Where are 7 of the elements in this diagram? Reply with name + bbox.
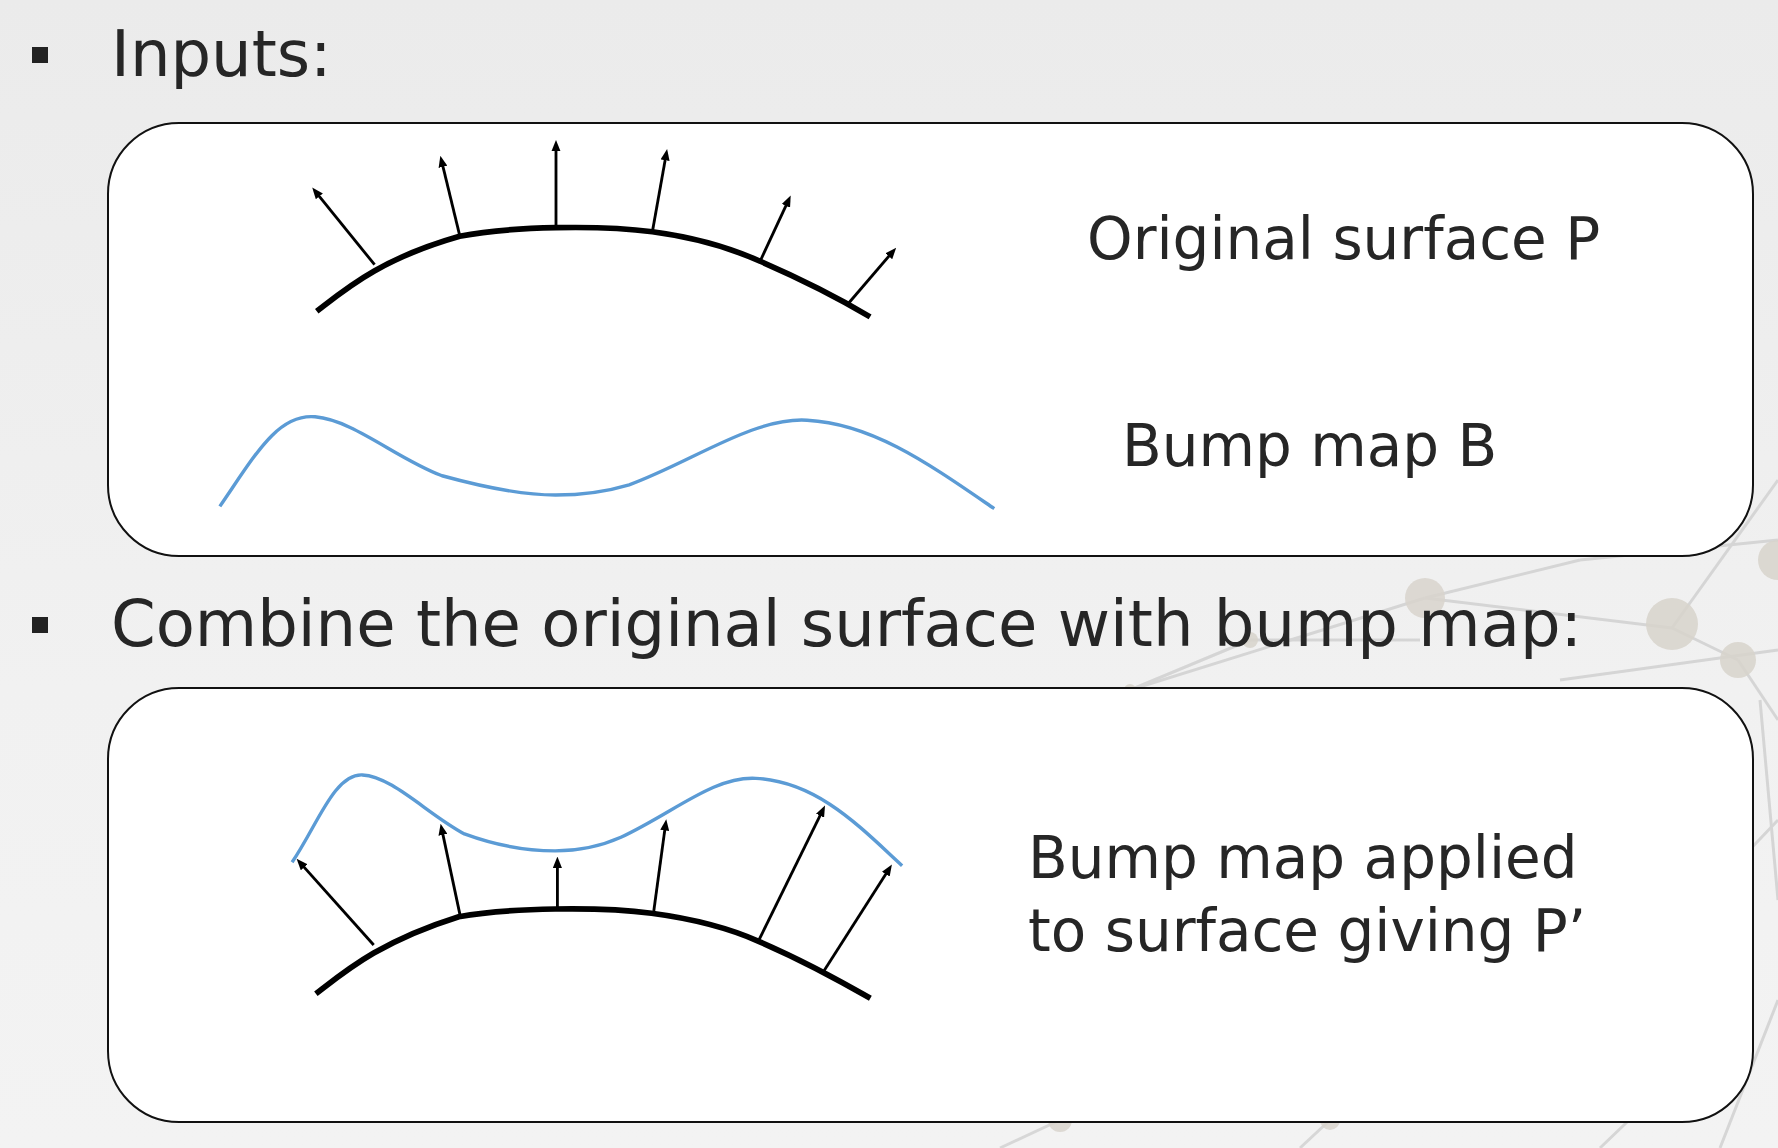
caption-text: Original surface P — [1087, 204, 1601, 275]
caption-text: Bump map applied to surface giving P’ — [1028, 823, 1588, 967]
rounded-panel — [107, 122, 1754, 557]
bullet-text: Inputs: — [111, 16, 332, 93]
caption-text: Bump map B — [1122, 411, 1498, 482]
bullet-text: Combine the original surface with bump map: — [111, 586, 1583, 663]
rounded-panel — [107, 687, 1754, 1123]
